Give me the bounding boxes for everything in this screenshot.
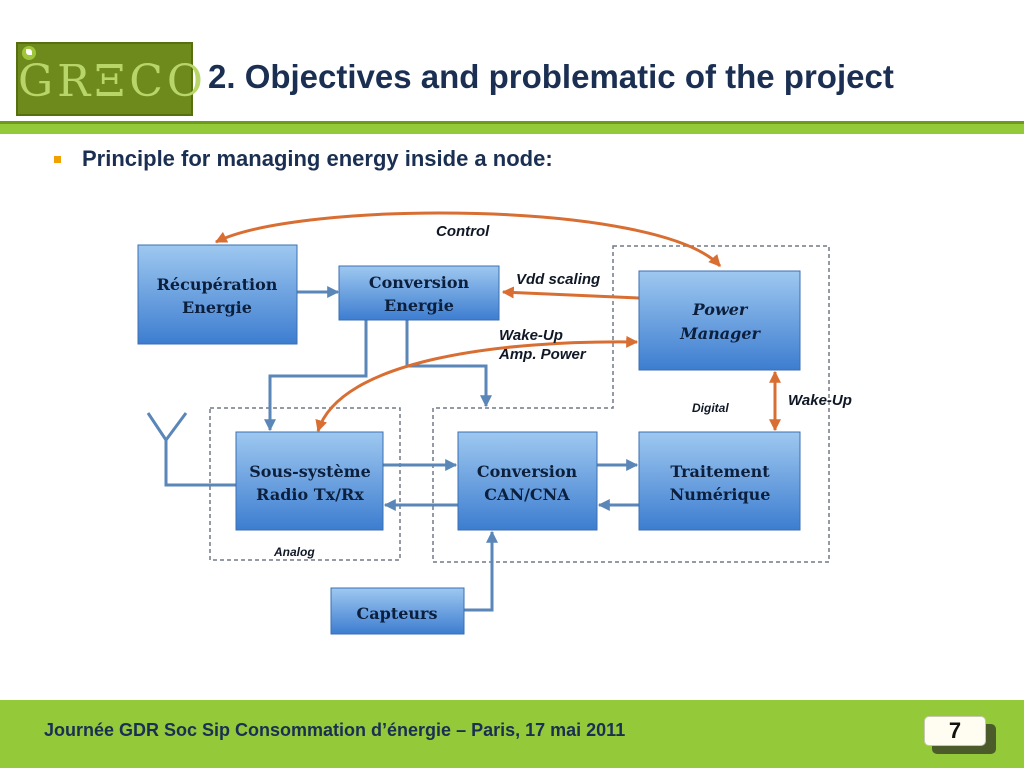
wake-up-label: Wake-Up: [788, 392, 852, 409]
amp-power-label: Amp. Power: [498, 346, 587, 363]
analog-label: Analog: [273, 545, 315, 559]
box-label: Manager: [679, 324, 761, 343]
box-label: Traitement: [670, 462, 770, 481]
antenna-icon: [146, 412, 236, 487]
slide-title: 2. Objectives and problematic of the pro…: [208, 58, 894, 95]
arrow-wake-up-amp: [315, 335, 639, 433]
box-label: Energie: [384, 296, 454, 315]
box-recuperation: Récupération Energie: [137, 244, 298, 345]
box-label: Récupération: [157, 275, 278, 294]
logo-text: GRΞCO: [18, 56, 207, 107]
box-label: Capteurs: [357, 604, 438, 623]
control-arrows: [214, 211, 781, 433]
box-conversion-energie: Conversion Energie: [338, 265, 500, 321]
wake-up-amp-label: Wake-Up: [499, 327, 563, 344]
bullet-text: Principle for managing energy inside a n…: [82, 146, 553, 171]
digital-label: Digital: [692, 401, 729, 415]
arrow-control: [214, 211, 722, 268]
footer-bar: Journée GDR Soc Sip Consommation d’énerg…: [0, 700, 1024, 768]
box-label: Conversion: [477, 462, 578, 481]
box-can-cna: Conversion CAN/CNA: [457, 431, 598, 531]
control-label: Control: [436, 223, 490, 240]
title-rule-light: [0, 124, 1024, 134]
box-label: Conversion: [369, 273, 470, 292]
box-label: CAN/CNA: [484, 485, 570, 504]
leaf-icon: [22, 46, 36, 60]
footer-text: Journée GDR Soc Sip Consommation d’énerg…: [44, 720, 626, 740]
box-label: Numérique: [670, 485, 771, 504]
greco-logo: GRΞCO: [16, 42, 207, 116]
bullet-square-icon: [54, 156, 61, 163]
page-number: 7: [924, 716, 986, 746]
box-traitement: Traitement Numérique: [638, 431, 801, 531]
arrow-vdd-scaling: [501, 286, 640, 300]
box-label: Radio Tx/Rx: [256, 485, 364, 504]
box-radio: Sous-système Radio Tx/Rx: [235, 431, 384, 531]
box-capteurs: Capteurs: [330, 587, 465, 635]
box-label: Sous-système: [249, 462, 371, 481]
box-power-manager: Power Manager: [638, 270, 801, 371]
title-rule-dark: [0, 121, 1024, 124]
analog-region: [209, 407, 401, 561]
box-label: Energie: [182, 298, 252, 317]
box-label: Power: [692, 300, 749, 319]
vdd-scaling-label: Vdd scaling: [516, 271, 600, 288]
arrow-capteurs-to-can: [464, 530, 498, 612]
energy-diagram: Récupération Energie Conversion Energie …: [137, 211, 852, 635]
